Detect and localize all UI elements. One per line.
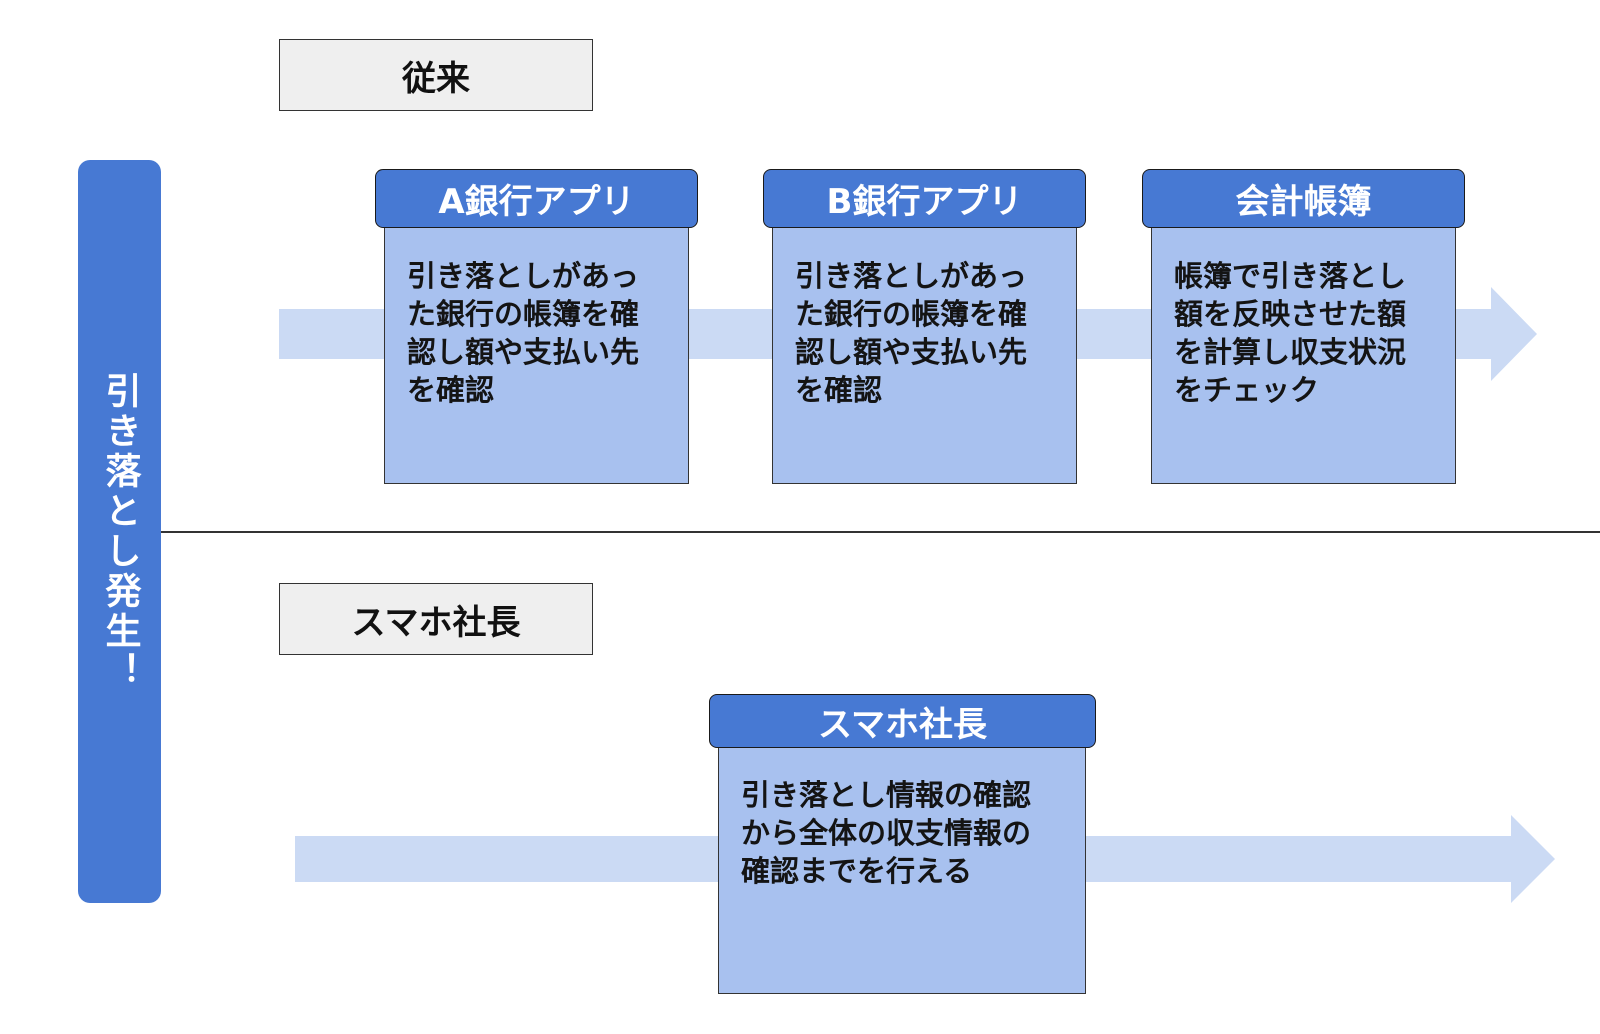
step-card-title-b-bank: B銀行アプリ [763,169,1086,228]
step-card-title-ledger: 会計帳簿 [1142,169,1465,228]
step-card-body-b-bank: 引き落としがあっ た銀行の帳簿を確 認し額や支払い先 を確認 [772,226,1077,484]
step-card-title-smartphone-president: スマホ社長 [709,694,1096,748]
section-divider [161,531,1600,533]
section-label-traditional: 従来 [279,39,593,111]
trigger-bar: 引き落とし発生！ [78,160,161,903]
step-card-title-a-bank: A銀行アプリ [375,169,698,228]
section-label-smartphone-president: スマホ社長 [279,583,593,655]
step-card-body-a-bank: 引き落としがあっ た銀行の帳簿を確 認し額や支払い先 を確認 [384,226,689,484]
step-card-body-ledger: 帳簿で引き落とし 額を反映させた額 を計算し収支状況 をチェック [1151,226,1456,484]
step-card-body-smartphone-president: 引き落とし情報の確認 から全体の収支情報の 確認までを行える [718,745,1086,994]
trigger-label: 引き落とし発生！ [99,371,141,692]
